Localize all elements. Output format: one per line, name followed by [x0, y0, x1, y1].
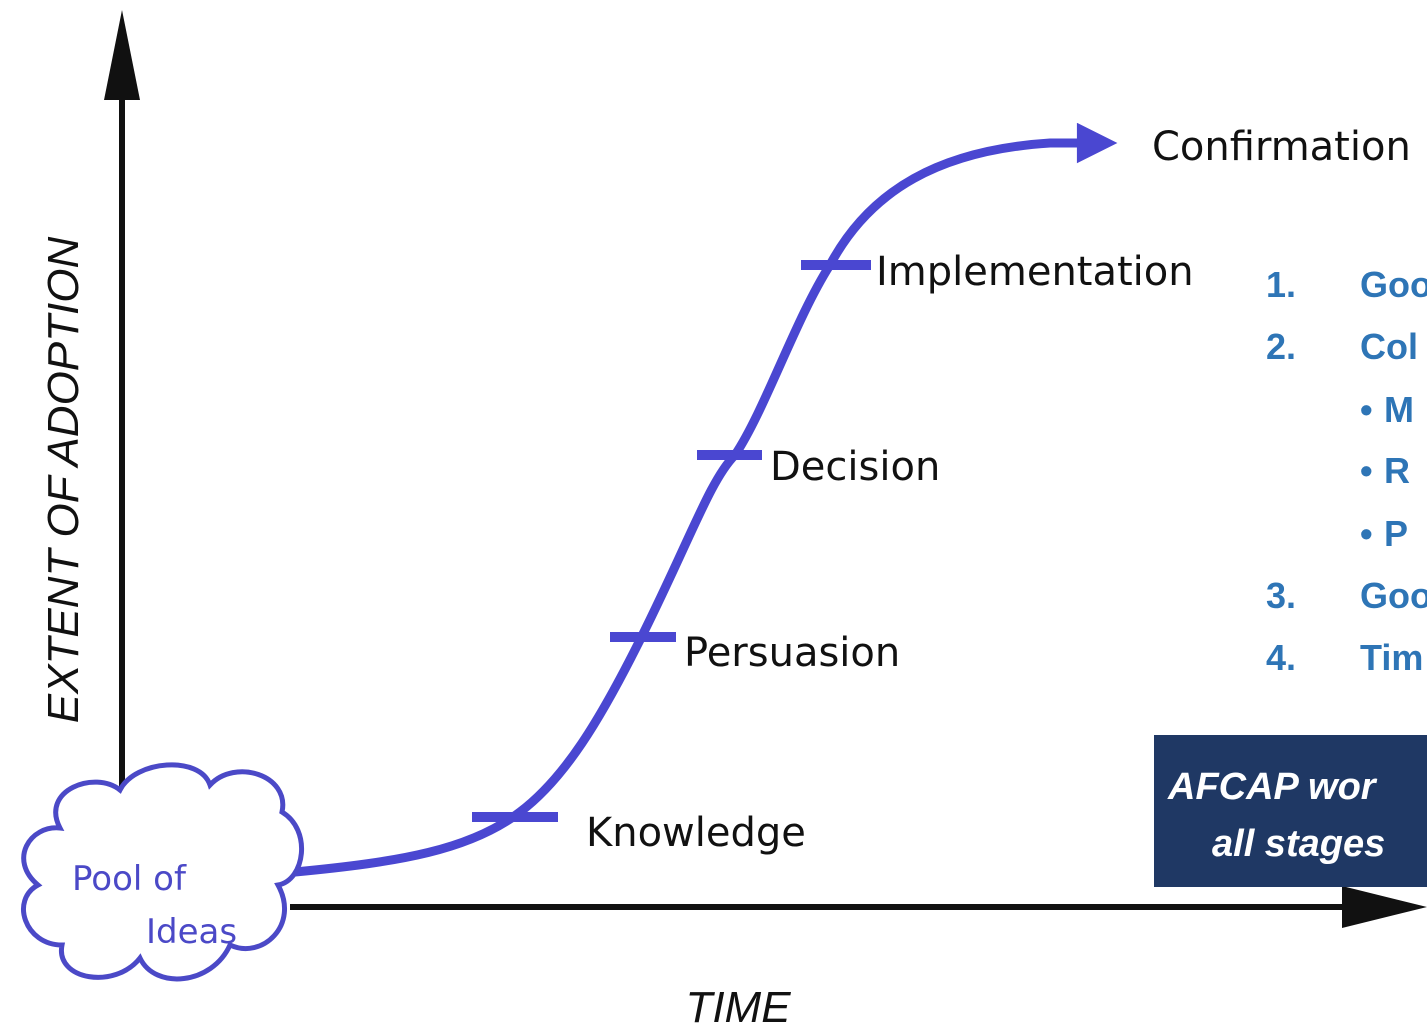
stage-label-decision: Decision: [770, 444, 940, 490]
list-text-2: Col: [1360, 326, 1418, 367]
list-subtext-b: R: [1384, 450, 1410, 491]
pool-of-ideas-cloud: [21, 762, 305, 982]
factor-list: 1. Goo 2. Col • M • R • P 3. Goo 4. Tim: [1266, 264, 1427, 678]
cloud-label-line2: Ideas: [146, 912, 237, 952]
adoption-curve: [294, 122, 1118, 877]
list-text-4: Tim: [1360, 637, 1423, 678]
banner-line-1: AFCAP wor: [1167, 766, 1378, 808]
list-text-1: Goo: [1360, 264, 1427, 305]
stage-label-persuasion: Persuasion: [684, 630, 900, 676]
list-number-2: 2.: [1266, 326, 1296, 367]
stage-label-implementation: Implementation: [876, 249, 1194, 295]
list-number-1: 1.: [1266, 264, 1296, 305]
y-axis-label: EXTENT OF ADOPTION: [39, 237, 88, 724]
afcap-banner: [1154, 735, 1427, 887]
list-text-3: Goo: [1360, 575, 1427, 616]
list-bullet-c: •: [1360, 513, 1373, 554]
list-bullet-b: •: [1360, 450, 1373, 491]
list-subtext-a: M: [1384, 389, 1414, 430]
list-number-3: 3.: [1266, 575, 1296, 616]
stage-label-confirmation: Confirmation: [1152, 124, 1411, 170]
cloud-label-line1: Pool of: [72, 859, 187, 899]
stage-label-knowledge: Knowledge: [586, 810, 806, 856]
list-number-4: 4.: [1266, 637, 1296, 678]
x-axis-arrowhead: [1342, 886, 1427, 928]
y-axis-arrowhead: [104, 10, 140, 100]
x-axis-label: TIME: [685, 983, 791, 1030]
banner-line-2: all stages: [1212, 823, 1385, 865]
list-bullet-a: •: [1360, 389, 1373, 430]
list-subtext-c: P: [1384, 513, 1408, 554]
